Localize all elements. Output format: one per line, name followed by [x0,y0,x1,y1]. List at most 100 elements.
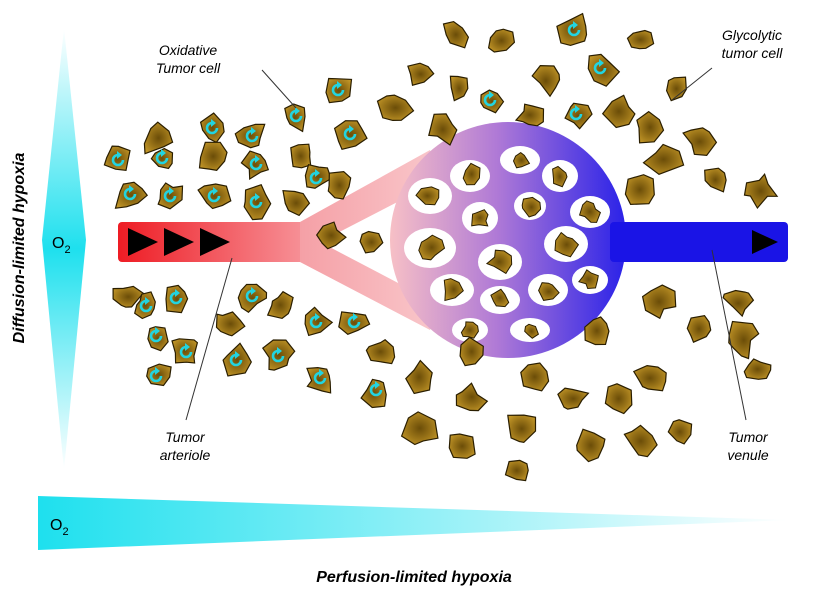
cell-body [632,364,667,392]
mitochondria-icon [331,83,345,97]
oxidative-tumor-cell [556,12,588,47]
leader-lines [185,67,747,421]
oxidative-tumor-cell [243,183,272,221]
cell-body [448,433,476,459]
cell-body [442,20,470,49]
flow-arrows [128,228,778,256]
cell-body [150,147,174,170]
oxidative-tumor-cell [261,339,296,371]
glycolytic-tumor-cell [601,94,636,129]
mitochondria-arrow-icon [489,91,494,99]
oxidative-tumor-cell [587,53,621,87]
glycolytic-tumor-cell [415,186,440,206]
glycolytic-tumor-cell [604,383,633,415]
mitochondria-arrow-icon [175,289,180,297]
glycolytic-tumor-cell [623,424,658,458]
cell-body [428,113,458,146]
cell-body [728,320,760,360]
glycolytic-tumor-cell [524,323,540,339]
cell-body [261,339,296,371]
oxidative-tumor-cell [114,181,149,209]
mitochondria-icon [483,93,497,107]
cell-body [601,94,636,129]
mitochondria-arrow-icon [255,193,260,201]
mitochondria-icon [249,195,263,209]
mitochondria-arrow-icon [375,381,380,389]
cell-body [449,75,469,102]
glycolytic-tumor-cell [376,94,415,122]
glycolytic-tumor-cell [327,170,352,200]
cell-body [641,284,677,320]
cell-body [365,339,396,365]
glycolytic-tumor-cell [531,64,561,98]
glycolytic-tumor-cell [359,230,384,254]
oxygen-label-horizontal: O2 [50,517,69,538]
cell-body [624,174,655,206]
label-arteriole-1: Tumor [165,429,206,445]
oxidative-tumor-cell [237,283,268,313]
cell-body [157,182,184,210]
glycolytic-tumor-cell [552,165,568,188]
mitochondria-arrow-icon [129,185,134,193]
mitochondria-icon [179,345,193,359]
glycolytic-tumor-cell [282,189,311,217]
mitochondria-arrow-icon [251,287,256,295]
oxidative-tumor-cell [360,378,387,409]
glycolytic-tumor-cell [512,151,531,169]
cell-body [564,102,593,130]
cell-body [743,173,779,210]
oxidative-tumor-cell [146,363,172,387]
cell-body [623,424,658,458]
mitochondria-arrow-icon [599,59,604,67]
label-arteriole-2: arteriole [160,447,211,463]
oxidative-tumor-cell [103,145,131,171]
mitochondria-icon [343,127,357,141]
mitochondria-icon [569,107,583,121]
cell-body [722,289,755,318]
mitochondria-icon [593,61,607,75]
mitochondria-icon [169,291,183,305]
mitochondria-arrow-icon [315,313,320,321]
cell-body [636,110,665,144]
glycolytic-tumor-cell [728,320,760,360]
glycolytic-tumor-cell [442,20,470,49]
cell-body [520,362,550,392]
mitochondria-arrow-icon [349,125,354,133]
cell-body [584,316,610,346]
cell-body [704,167,727,193]
oxidative-tumor-cell [306,366,332,394]
glycolytic-tumor-cell [743,173,779,210]
mitochondria-arrow-icon [213,187,218,195]
cell-body [171,338,199,364]
glycolytic-tumor-cell [405,359,433,395]
glycolytic-tumor-cell [642,143,685,175]
oxidative-tumor-cell [333,120,368,151]
mitochondria-icon [567,23,581,37]
glycolytic-tumor-cell [400,411,439,446]
mitochondria-icon [271,349,285,363]
cell-body [215,311,246,337]
glycolytic-tumor-cell [554,231,580,258]
glycolytic-tumor-cell [443,278,464,302]
glycolytic-tumor-cell [407,62,435,86]
flow-arrow-icon [128,228,158,256]
glycolytic-tumor-cell [576,428,606,463]
label-oxidative-1: Oxidative [159,42,218,58]
cell-body [325,77,353,104]
flow-arrow-icon [752,230,778,254]
mitochondria-arrow-icon [155,367,160,375]
oxidative-tumor-cell [284,103,306,133]
mitochondria-icon [245,289,259,303]
glycolytic-tumor-cell [624,174,655,206]
cell-body [514,103,545,127]
glycolytic-tumor-cell [626,29,655,50]
mitochondria-icon [313,371,327,385]
glycolytic-tumor-cell [428,113,458,146]
glycolytic-tumor-cell [198,141,228,171]
mitochondria-arrow-icon [185,343,190,351]
cell-body [290,143,312,169]
mitochondria-arrow-icon [277,347,282,355]
horizontal-axis-title: Perfusion-limited hypoxia [316,569,512,586]
mitochondria-arrow-icon [117,151,122,159]
